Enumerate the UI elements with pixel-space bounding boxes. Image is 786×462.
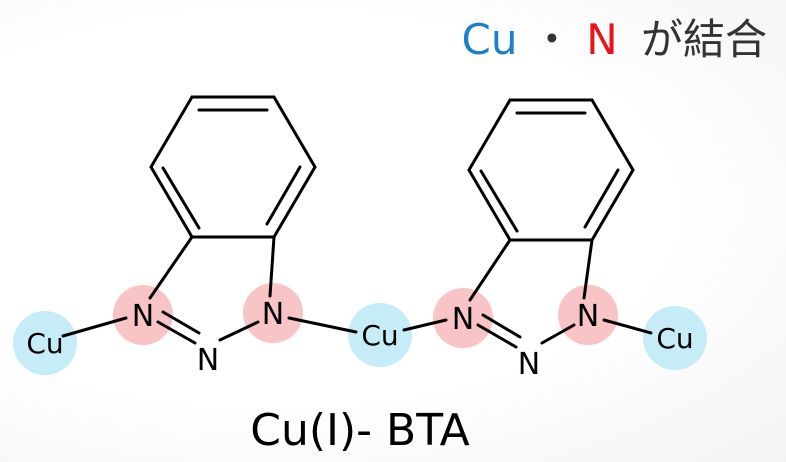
- cu-label-middle: Cu: [361, 319, 398, 352]
- cu-highlight-middle: [348, 303, 412, 367]
- n-highlight-2b: [558, 285, 618, 345]
- n-highlight-1a: [113, 285, 173, 345]
- headline-rest: が結合: [641, 15, 767, 64]
- n-label-2b: N: [577, 299, 599, 334]
- molecule-2-bonds: [402, 98, 653, 349]
- atom-highlights: [13, 283, 707, 375]
- cu-highlight-right: [643, 306, 707, 370]
- n-label-2c: N: [518, 347, 540, 382]
- headline: Cu ・ N が結合: [462, 15, 767, 64]
- caption: Cu(Ⅰ)- BTA: [250, 405, 470, 456]
- molecule-1-bonds: [61, 95, 358, 345]
- n-label-1a: N: [132, 299, 154, 334]
- cu-label-left: Cu: [26, 327, 63, 360]
- headline-n: N: [586, 15, 617, 64]
- cu-label-right: Cu: [656, 322, 693, 355]
- n-highlight-1b: [243, 283, 303, 343]
- atom-labels: Cu Cu Cu N N N N N N: [26, 297, 693, 382]
- n-label-1c: N: [197, 343, 219, 378]
- headline-cu: Cu: [462, 15, 518, 64]
- n-label-1b: N: [262, 297, 284, 332]
- headline-dot: ・: [531, 15, 573, 64]
- n-label-2a: N: [452, 302, 474, 337]
- n-highlight-2a: [433, 288, 493, 348]
- cu-highlight-left: [13, 311, 77, 375]
